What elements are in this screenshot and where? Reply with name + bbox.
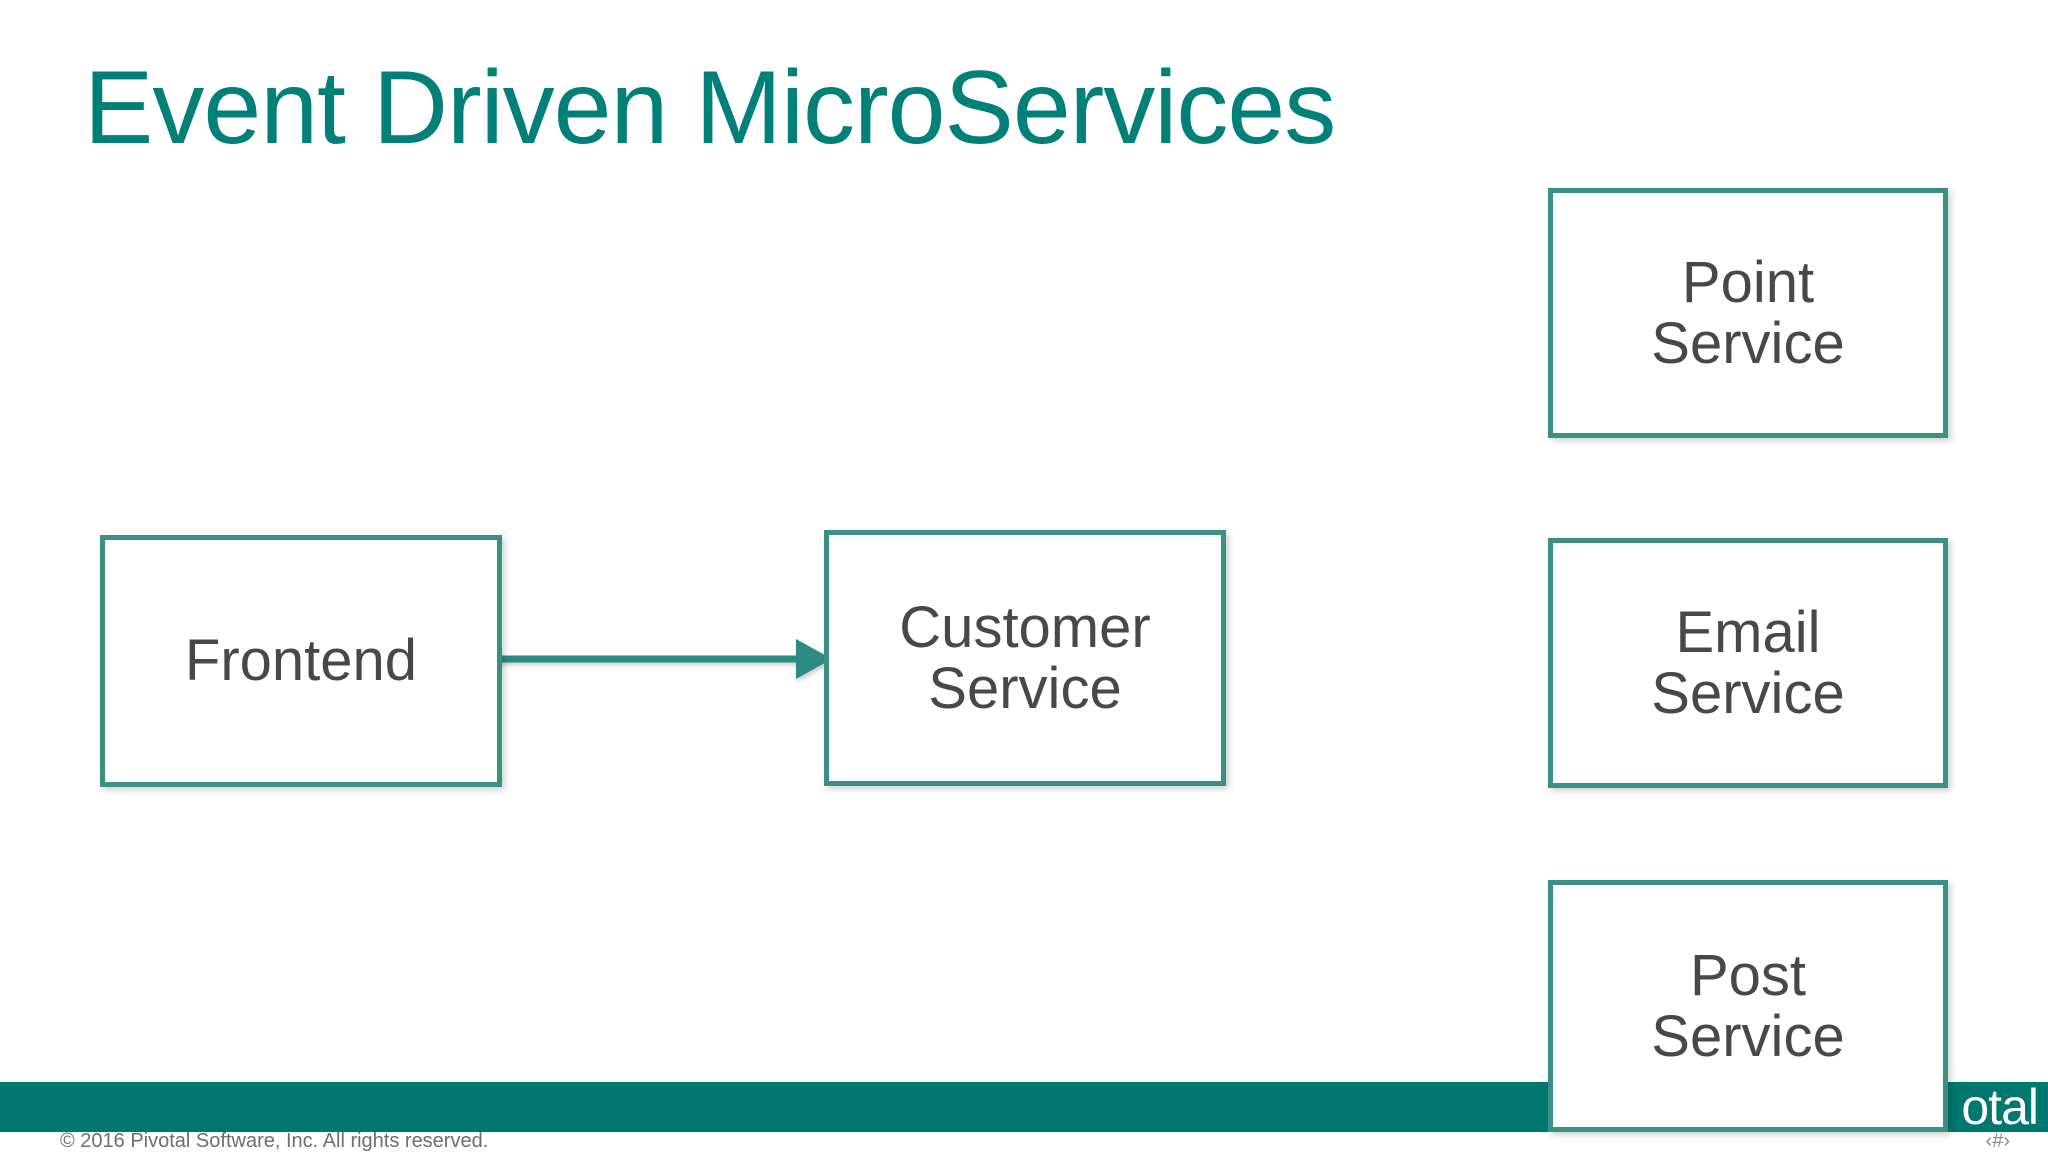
node-frontend[interactable]: Frontend: [100, 535, 502, 787]
node-frontend-label: Frontend: [184, 628, 418, 694]
slide-number-placeholder: ‹#›: [1985, 1130, 2010, 1152]
node-point-service-label: Point Service: [1651, 249, 1845, 376]
node-customer-service-label: Customer Service: [899, 594, 1151, 721]
footer-copyright: © 2016 Pivotal Software, Inc. All rights…: [60, 1130, 489, 1152]
node-email-service-label: Email Service: [1651, 599, 1845, 726]
node-customer-service[interactable]: Customer Service: [824, 530, 1226, 786]
node-post-service[interactable]: Post Service: [1548, 880, 1948, 1132]
pivotal-logo: otal: [1961, 1082, 2038, 1132]
node-post-service-label: Post Service: [1651, 942, 1845, 1069]
arrow-frontend-to-customer-service: [498, 639, 832, 679]
node-point-service[interactable]: Point Service: [1548, 188, 1948, 438]
node-email-service[interactable]: Email Service: [1548, 538, 1948, 788]
page-title: Event Driven MicroServices: [84, 50, 1336, 166]
